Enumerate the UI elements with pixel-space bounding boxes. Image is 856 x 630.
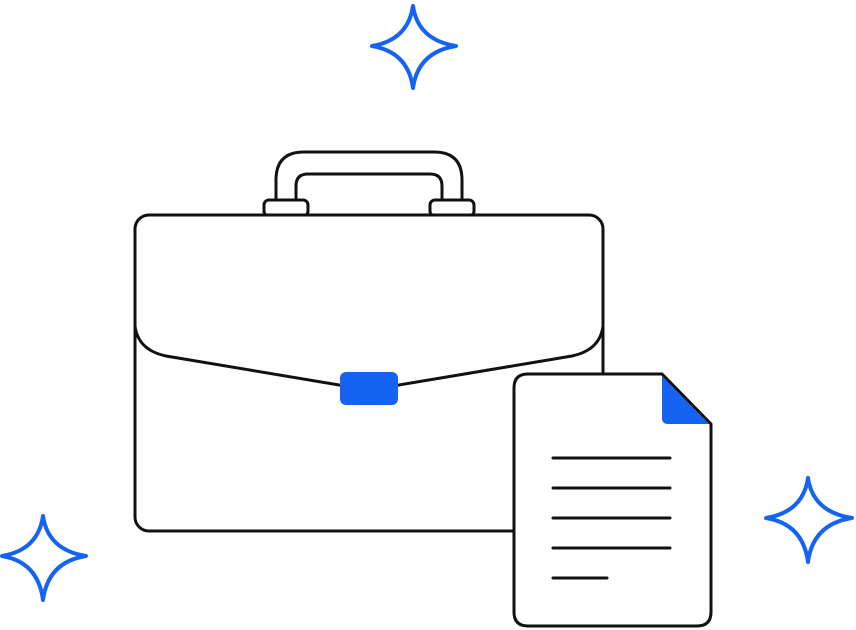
document-folded-corner — [662, 376, 709, 424]
document-page — [512, 372, 713, 628]
briefcase-icon — [133, 150, 605, 533]
briefcase-handle — [274, 150, 464, 204]
briefcase-clasp — [340, 372, 398, 405]
sparkle-icon-right — [764, 476, 854, 564]
sparkle-icon-bottom-left — [0, 514, 88, 602]
sparkle-icon-top — [370, 4, 458, 90]
document-icon — [512, 372, 713, 628]
